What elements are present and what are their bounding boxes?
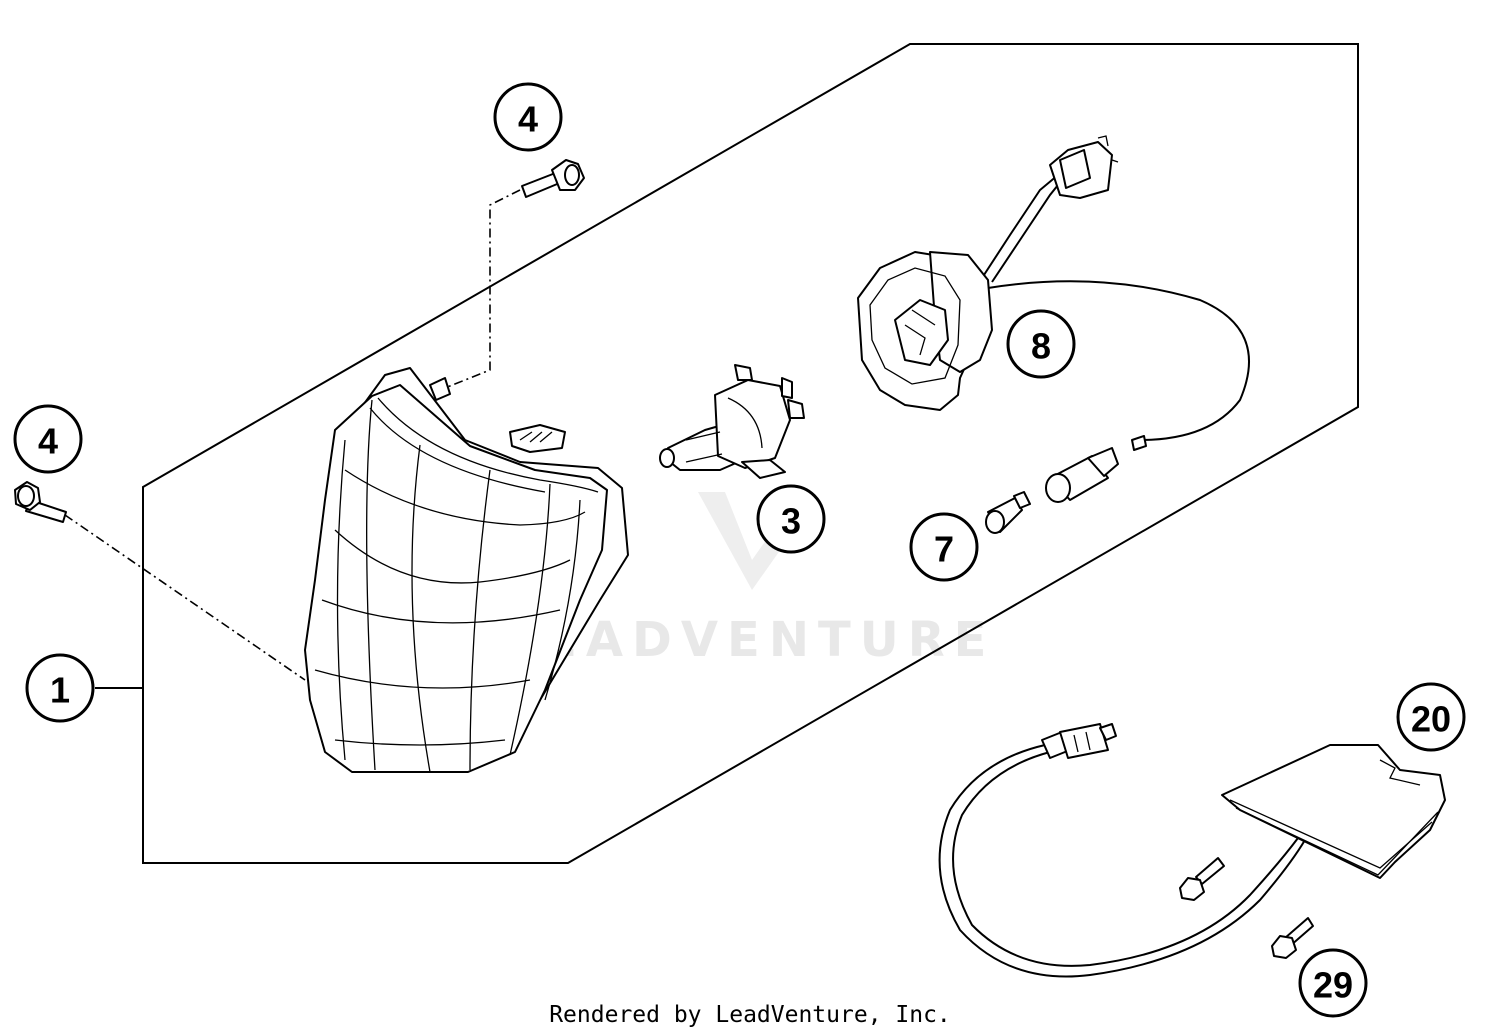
svg-text:1: 1 — [50, 670, 70, 711]
svg-text:4: 4 — [518, 99, 538, 140]
license-plate-light[interactable] — [938, 723, 1446, 978]
callout-screw[interactable]: 29 — [1298, 948, 1368, 1018]
callout-bolt-top[interactable]: 4 — [493, 82, 563, 152]
bulb-socket-harness[interactable] — [857, 135, 1250, 441]
callout-license-light[interactable]: 20 — [1396, 682, 1466, 752]
assembly-frame — [142, 43, 1359, 864]
screw-lower[interactable] — [1271, 917, 1314, 959]
svg-text:8: 8 — [1031, 326, 1051, 367]
headlight-bulb[interactable] — [659, 364, 805, 479]
leader-bolt-top — [439, 189, 521, 391]
bolt-top[interactable] — [521, 159, 585, 198]
svg-text:3: 3 — [781, 501, 801, 542]
svg-text:7: 7 — [934, 529, 954, 570]
headlight-assembly[interactable] — [304, 367, 629, 773]
callout-headlight[interactable]: 1 — [25, 653, 95, 723]
bolt-left[interactable] — [14, 481, 67, 523]
callout-parking-bulb[interactable]: 7 — [909, 512, 979, 582]
leader-bolt-left — [64, 514, 306, 681]
svg-text:4: 4 — [38, 421, 58, 462]
svg-text:29: 29 — [1313, 965, 1353, 1006]
credit-line: Rendered by LeadVenture, Inc. — [549, 1002, 951, 1028]
callout-bulb[interactable]: 3 — [756, 484, 826, 554]
callout-socket[interactable]: 8 — [1006, 309, 1076, 379]
parking-bulb[interactable] — [985, 435, 1147, 534]
callout-bolt-left[interactable]: 4 — [13, 404, 83, 474]
screw-upper[interactable] — [1179, 857, 1225, 901]
svg-text:20: 20 — [1411, 699, 1451, 740]
